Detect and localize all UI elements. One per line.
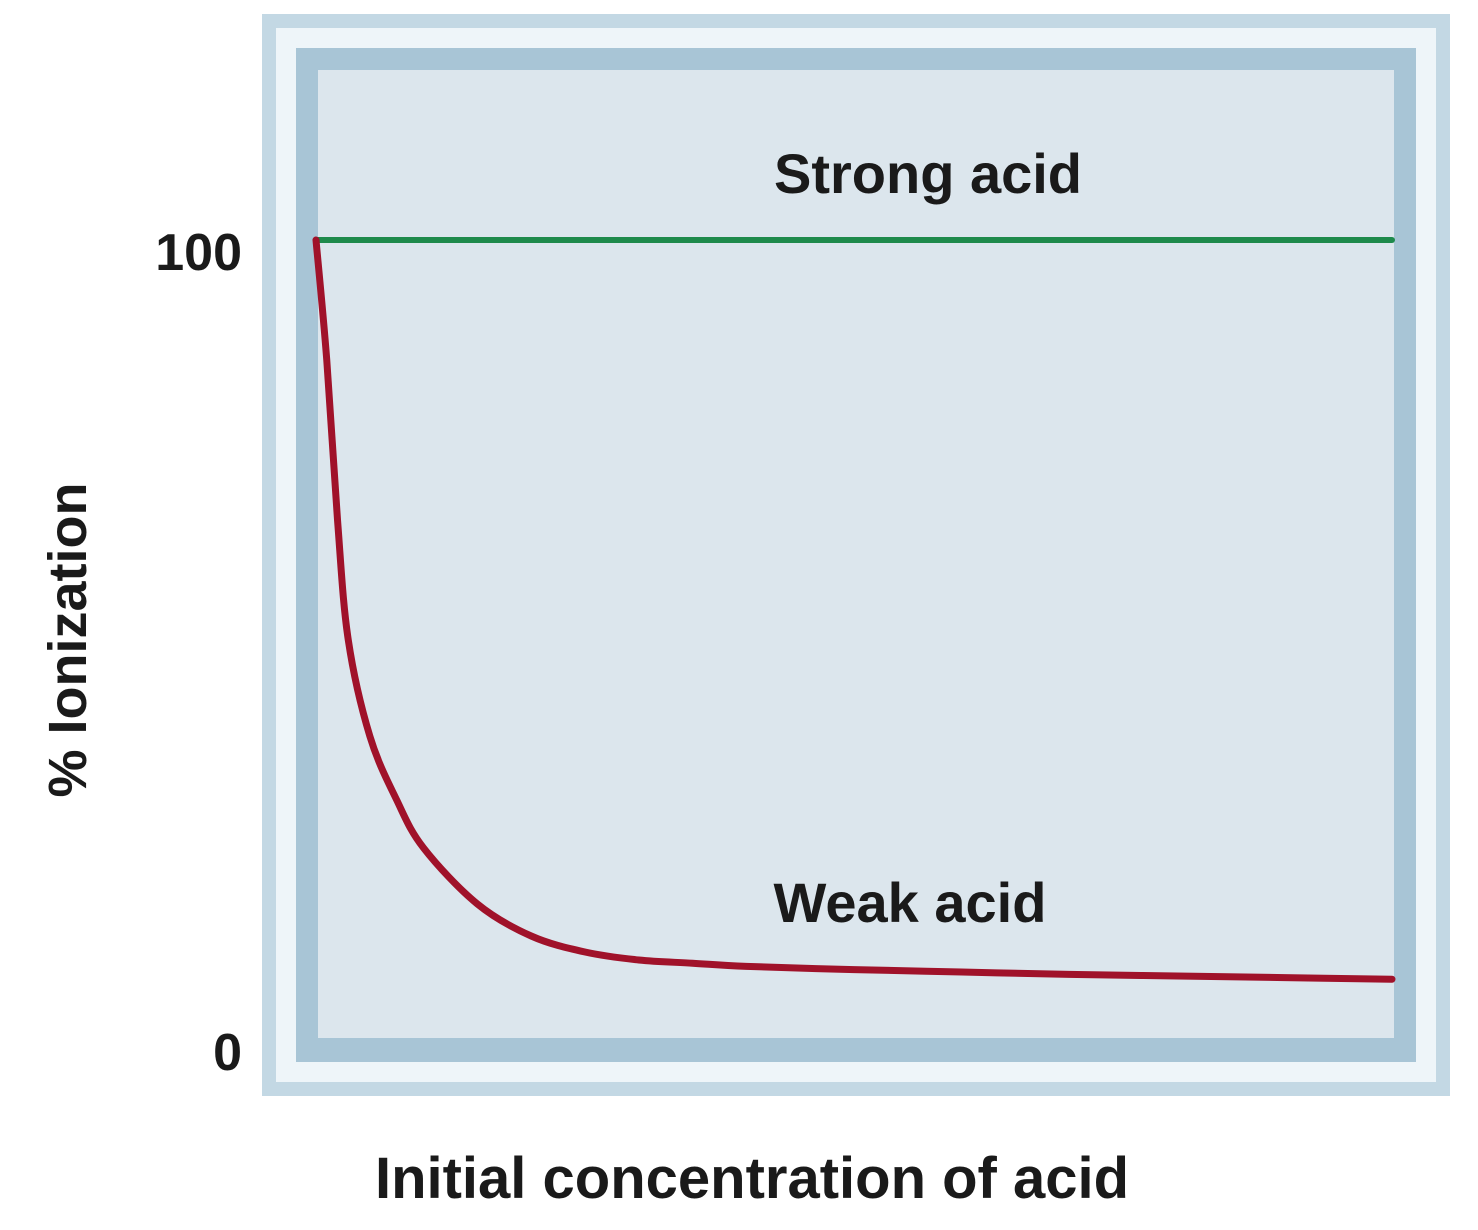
y-tick-label-100: 100 [155,224,242,282]
x-axis-label: Initial concentration of acid [375,1146,1129,1211]
y-tick-label-0: 0 [213,1024,242,1082]
plot-background [318,70,1394,1038]
strong-acid-label: Strong acid [774,142,1082,205]
weak-acid-curve [312,236,1396,983]
weak-acid-label: Weak acid [774,871,1047,934]
y-axis-label: % Ionization [38,483,98,798]
